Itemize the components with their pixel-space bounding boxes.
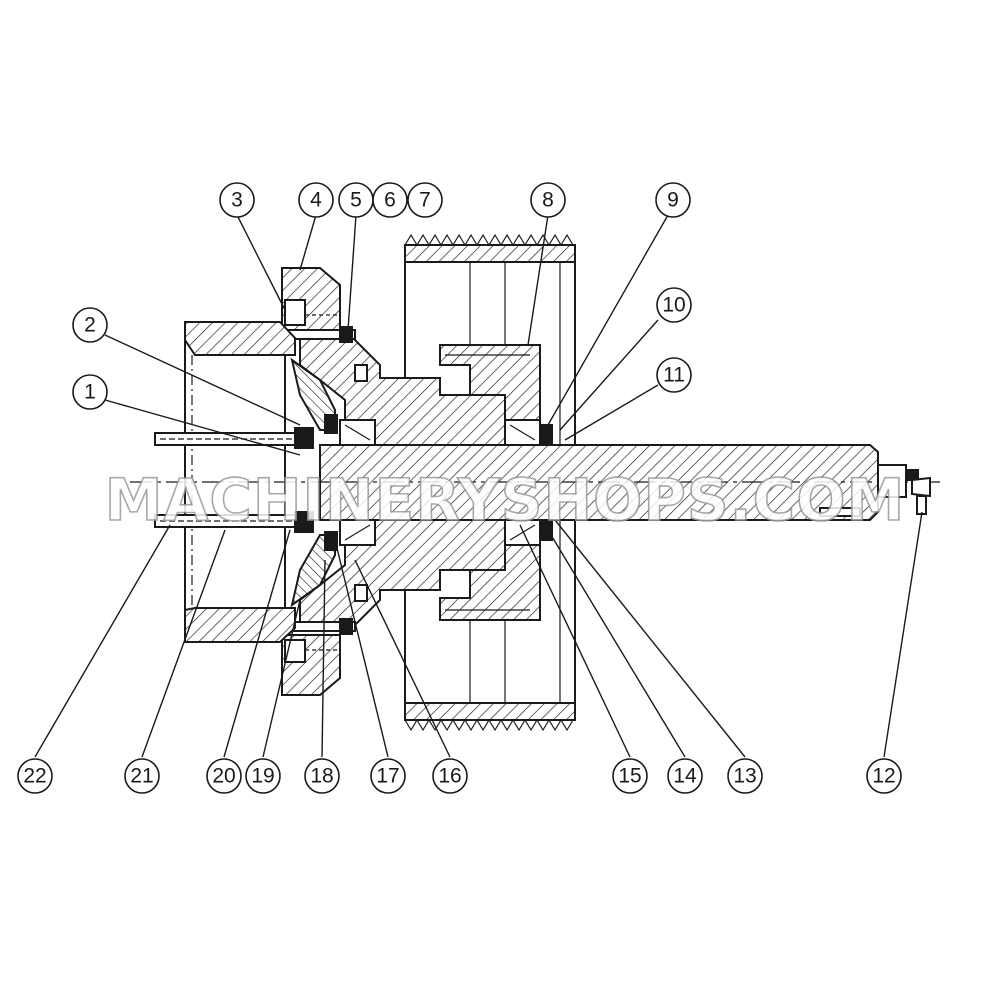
svg-text:8: 8 xyxy=(542,189,554,212)
balloon-17: 17 xyxy=(370,758,406,794)
leader-lines xyxy=(34,214,923,758)
svg-text:10: 10 xyxy=(662,294,685,317)
svg-text:13: 13 xyxy=(733,765,756,788)
balloon-13: 13 xyxy=(727,758,763,794)
svg-text:20: 20 xyxy=(212,765,235,788)
svg-text:1: 1 xyxy=(84,381,96,404)
balloon-5: 5 xyxy=(338,182,374,218)
clamp-housing xyxy=(184,321,336,643)
long-bolts xyxy=(154,427,314,533)
balloon-18: 18 xyxy=(304,758,340,794)
balloon-20: 20 xyxy=(206,758,242,794)
watermark-text: MACHINERYSHOPS.COM xyxy=(105,466,905,534)
svg-text:6: 6 xyxy=(384,189,396,212)
balloon-6: 6 xyxy=(372,182,408,218)
svg-text:19: 19 xyxy=(251,765,274,788)
grease-fitting xyxy=(877,464,931,515)
svg-text:15: 15 xyxy=(618,765,641,788)
balloon-2: 2 xyxy=(72,307,108,343)
bearings xyxy=(324,414,553,551)
svg-text:11: 11 xyxy=(663,364,685,387)
balloon-21: 21 xyxy=(124,758,160,794)
svg-text:18: 18 xyxy=(310,765,333,788)
svg-text:14: 14 xyxy=(673,765,697,788)
shaft xyxy=(130,444,940,521)
svg-text:21: 21 xyxy=(130,765,153,788)
svg-text:5: 5 xyxy=(350,189,362,212)
svg-text:22: 22 xyxy=(23,765,46,788)
balloon-19: 19 xyxy=(245,758,281,794)
svg-text:12: 12 xyxy=(872,765,895,788)
svg-text:17: 17 xyxy=(376,765,399,788)
balloon-16: 16 xyxy=(432,758,468,794)
flange xyxy=(281,267,341,696)
svg-text:7: 7 xyxy=(419,189,431,212)
hub-housing xyxy=(299,334,541,631)
balloon-10: 10 xyxy=(656,287,692,323)
svg-text:4: 4 xyxy=(310,189,322,212)
balloon-12: 12 xyxy=(866,758,902,794)
balloon-14: 14 xyxy=(667,758,703,794)
balloon-7: 7 xyxy=(407,182,443,218)
balloon-3: 3 xyxy=(219,182,255,218)
balloon-4: 4 xyxy=(298,182,334,218)
svg-text:3: 3 xyxy=(231,189,243,212)
balloon-11: 11 xyxy=(656,357,692,393)
balloon-1: 1 xyxy=(72,374,108,410)
balloon-8: 8 xyxy=(530,182,566,218)
svg-text:16: 16 xyxy=(438,765,461,788)
balloon-22: 22 xyxy=(17,758,53,794)
svg-text:2: 2 xyxy=(84,314,96,337)
balloon-9: 9 xyxy=(655,182,691,218)
balloon-15: 15 xyxy=(612,758,648,794)
svg-text:9: 9 xyxy=(667,189,679,212)
part-balloons: 3 4 5 6 7 8 9 10 11 2 1 22 21 20 19 18 1… xyxy=(17,182,902,794)
